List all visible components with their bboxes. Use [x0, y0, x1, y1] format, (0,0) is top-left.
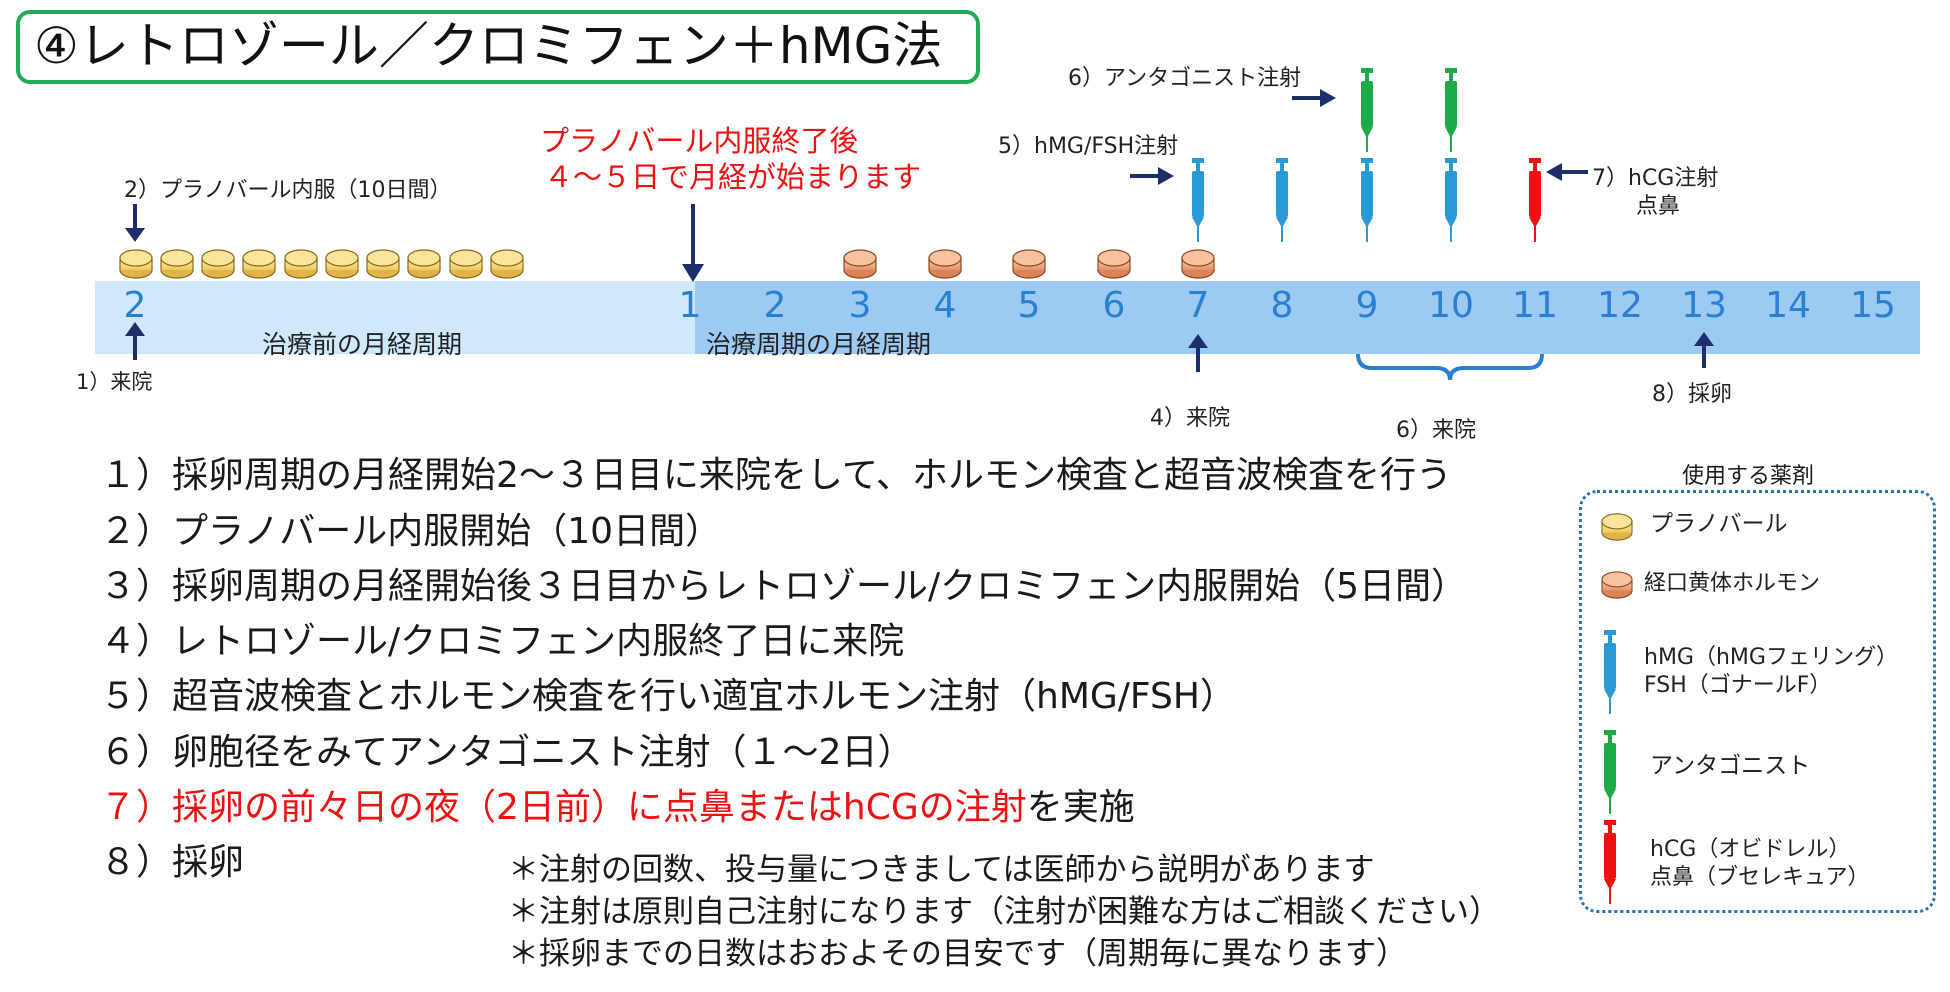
day-number: 9 [1355, 285, 1379, 326]
day-number: 1 [678, 285, 702, 326]
instruction-4: ４）レトロゾール/クロミフェン内服終了日に来院 [100, 621, 905, 662]
arrow-down-icon [125, 204, 145, 242]
legend-hcg-line2: 点鼻（ブセレキュア） [1650, 865, 1870, 890]
instruction-6: ６）卵胞径をみてアンタゴニスト注射（１～2日） [100, 732, 914, 773]
pre-treatment-band [95, 281, 695, 354]
visit1-label: 1）来院 [76, 370, 153, 394]
note-2: ＊注射は原則自己注射になります（注射が困難な方はご相談ください） [508, 894, 1500, 930]
day-number: 8 [1270, 285, 1294, 326]
progestin-pill-icon [1600, 570, 1634, 600]
treatment-cycle-label: 治療周期の月経周期 [706, 330, 932, 359]
day-number: 3 [848, 285, 872, 326]
legend-hmg-line2: FSH（ゴナールF） [1644, 673, 1832, 698]
hcg-syringe-icon [1600, 820, 1620, 904]
instruction-1: １）採卵周期の月経開始2～３日目に来院をして、ホルモン検査と超音波検査を行う [100, 455, 1453, 496]
day-number: 10 [1428, 285, 1474, 326]
day-number: 6 [1102, 285, 1126, 326]
hcg-label-line2: 点鼻 [1636, 194, 1681, 219]
pre-day-number: 2 [123, 285, 147, 326]
legend-title: 使用する薬剤 [1682, 464, 1815, 489]
day-number: 11 [1512, 285, 1558, 326]
planovar-pill-icon [1600, 512, 1634, 542]
day-number: 5 [1017, 285, 1041, 326]
legend-progestin: 経口黄体ホルモン [1644, 571, 1821, 596]
instruction-5: ５）超音波検査とホルモン検査を行い適宜ホルモン注射（hMG/FSH） [100, 676, 1236, 717]
instruction-3: ３）採卵周期の月経開始後３日目からレトロゾール/クロミフェン内服開始（5日間） [100, 566, 1468, 607]
day-number: 12 [1597, 285, 1643, 326]
arrow-right-icon [1292, 89, 1336, 107]
legend-antagonist: アンタゴニスト [1650, 753, 1811, 779]
arrow-up-icon [125, 322, 145, 360]
instruction-2: ２）プラノバール内服開始（10日間） [100, 511, 722, 552]
note-3: ＊採卵までの日数はおおよその目安です（周期毎に異なります） [508, 936, 1407, 972]
instruction-7-highlight: ７）採卵の前々日の夜（2日前）に点鼻またはhCGの注射 [100, 787, 1027, 828]
visit6-label: 6）来院 [1396, 418, 1476, 443]
instruction-7: ７）採卵の前々日の夜（2日前）に点鼻またはhCGの注射を実施 [100, 786, 1135, 830]
hmg-syringe-icon [1600, 630, 1620, 714]
red-note-line2: ４～５日で月経が始まります [544, 160, 922, 194]
red-note-line1: プラノバール内服終了後 [540, 124, 859, 158]
legend-hcg-line1: hCG（オビドレル） [1650, 837, 1851, 862]
day-number: 14 [1765, 285, 1811, 326]
legend-box [1579, 490, 1936, 913]
visit4-label: 4）来院 [1150, 406, 1230, 431]
bracket-days-9-11 [1356, 353, 1544, 381]
arrow-up-icon [1694, 332, 1714, 368]
page-title: ④レトロゾール／クロミフェン＋hMG法 [34, 17, 943, 75]
instruction-8: ８）採卵 [100, 842, 245, 883]
hmg-label: 5）hMG/FSH注射 [998, 134, 1179, 159]
note-1: ＊注射の回数、投与量につきましては医師から説明があります [508, 852, 1375, 888]
hcg-label-line1: 7）hCG注射 [1592, 166, 1719, 191]
arrow-down-icon [682, 204, 704, 282]
planovar-label: 2）プラノバール内服（10日間） [124, 178, 452, 203]
day-number: 7 [1186, 285, 1210, 326]
antagonist-syringe-icon [1600, 730, 1620, 814]
day-number: 2 [763, 285, 787, 326]
arrow-right-icon [1130, 167, 1174, 185]
legend-planovar: プラノバール [1650, 511, 1788, 537]
retrieval-label: 8）採卵 [1652, 382, 1732, 407]
treatment-band [695, 281, 1920, 354]
title-frame [16, 10, 980, 84]
arrow-up-icon [1188, 334, 1208, 372]
day-number: 4 [933, 285, 957, 326]
instruction-7-tail: を実施 [1026, 787, 1135, 828]
day-number: 15 [1850, 285, 1896, 326]
antagonist-label: 6）アンタゴニスト注射 [1068, 66, 1302, 91]
pre-cycle-label: 治療前の月経周期 [262, 330, 463, 359]
legend-hmg-line1: hMG（hMGフェリング） [1644, 645, 1898, 670]
day-number: 13 [1681, 285, 1727, 326]
arrow-left-icon [1546, 163, 1588, 181]
timeline-arrows [125, 89, 1714, 381]
